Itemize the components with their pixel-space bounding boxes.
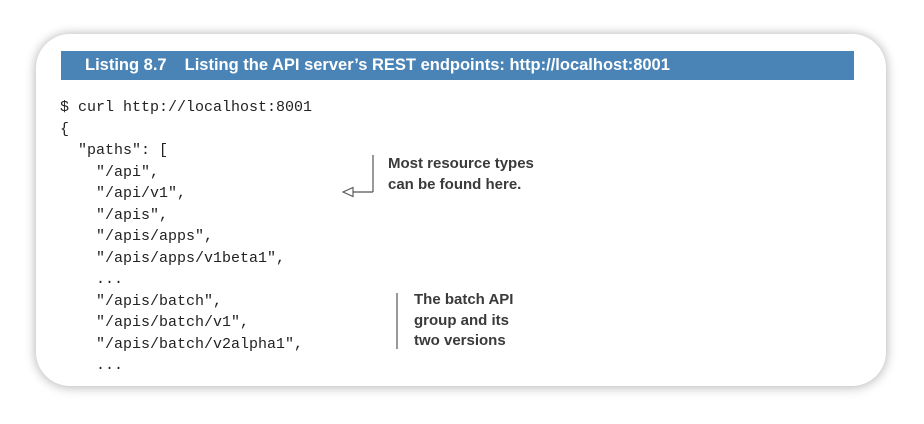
code-line: "/api", bbox=[60, 163, 160, 181]
listing-header: Listing 8.7 Listing the API server’s RES… bbox=[61, 51, 854, 80]
code-line: { bbox=[60, 120, 70, 138]
annotation-batch-api: The batch API group and its two versions bbox=[414, 290, 513, 352]
code-line: "/apis/apps/v1beta1", bbox=[60, 249, 286, 267]
listing-number: Listing 8.7 bbox=[85, 56, 167, 74]
code-line: ... bbox=[60, 357, 124, 374]
code-line: "/apis/batch", bbox=[60, 292, 223, 310]
code-line: "paths": [ bbox=[60, 142, 169, 159]
annotation-line: The batch API bbox=[414, 291, 514, 308]
code-line: $ curl http://localhost:8001 bbox=[60, 99, 313, 116]
listing-card bbox=[36, 34, 886, 386]
annotation-resource-types: Most resource types can be found here. bbox=[388, 154, 534, 195]
code-line: ... bbox=[60, 271, 124, 288]
annotation-line: Most resource types bbox=[388, 155, 534, 172]
code-line: "/apis/apps", bbox=[60, 228, 214, 245]
annotation-line: can be found here. bbox=[388, 175, 522, 193]
annotation-line: group and its bbox=[414, 311, 509, 329]
listing-title: Listing the API server’s REST endpoints:… bbox=[184, 56, 670, 74]
code-block: $ curl http://localhost:8001 { "paths": … bbox=[60, 97, 312, 377]
code-line: "/apis", bbox=[60, 206, 169, 224]
code-line: "/apis/batch/v1", bbox=[60, 314, 250, 331]
code-line: "/apis/batch/v2alpha1", bbox=[60, 335, 304, 353]
code-line: "/api/v1", bbox=[60, 185, 187, 202]
annotation-line: two versions bbox=[414, 332, 506, 349]
